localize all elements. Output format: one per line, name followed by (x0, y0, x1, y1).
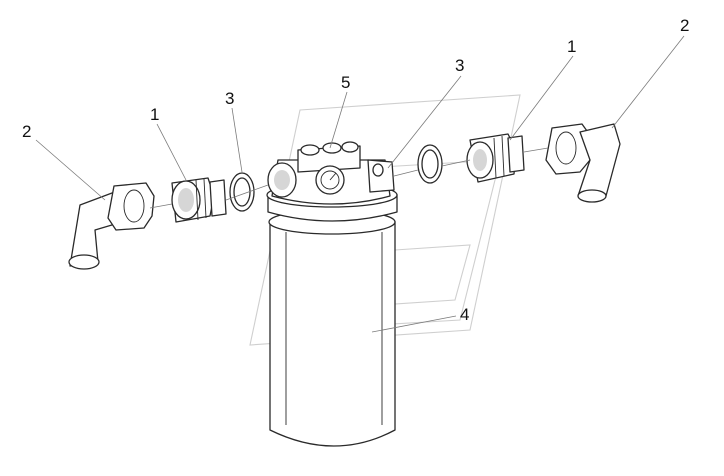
left-fitting (171, 177, 227, 223)
right-o-ring (417, 144, 443, 184)
callout-right-fitting: 1 (567, 37, 576, 56)
right-fitting (466, 133, 525, 183)
assembly-axis (149, 147, 549, 209)
leader-lines (35, 35, 685, 333)
callout-housing: 4 (460, 305, 469, 324)
left-hose-elbow (68, 182, 155, 270)
filter-housing (266, 182, 398, 447)
callout-right-ring: 3 (455, 56, 464, 75)
callout-right-hose: 2 (680, 16, 689, 35)
right-hose-elbow (545, 123, 621, 203)
filter-head (267, 141, 395, 205)
callout-left-ring: 3 (225, 89, 234, 108)
callout-head: 5 (341, 73, 350, 92)
callout-left-fitting: 1 (150, 105, 159, 124)
left-o-ring (229, 172, 255, 212)
callout-left-hose: 2 (22, 122, 31, 141)
callout-labels: 2 1 3 5 3 1 2 4 (22, 16, 689, 324)
